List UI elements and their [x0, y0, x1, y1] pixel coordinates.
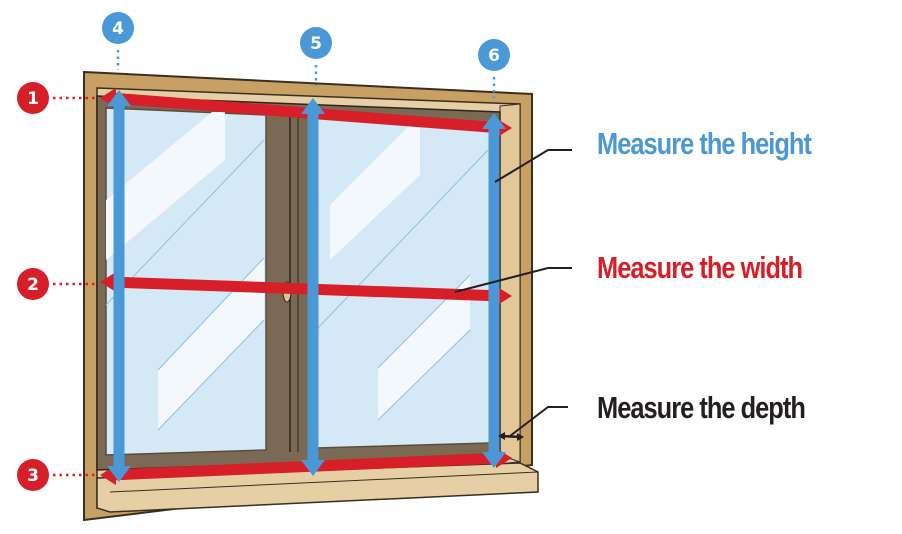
- height-badge-5: 5: [300, 27, 332, 86]
- height-arrow-5: [301, 98, 325, 476]
- badge-number: 4: [112, 19, 124, 39]
- height-arrow-4: [107, 90, 131, 482]
- depth-arrow-icon: [498, 432, 524, 441]
- badge-number: 1: [27, 89, 39, 109]
- badge-number: 2: [27, 275, 39, 295]
- badge-number: 5: [310, 34, 322, 54]
- width-leader-line: [454, 267, 572, 293]
- width-badge-2: 2: [17, 268, 96, 300]
- height-badge-6: 6: [478, 39, 510, 98]
- center-mullion: [268, 112, 314, 452]
- label-measure-depth: Measure the depth: [597, 390, 806, 425]
- badge-number: 3: [27, 466, 39, 486]
- leader-lines: [454, 149, 572, 441]
- height-arrows: [107, 90, 506, 482]
- width-arrow-2: [100, 272, 512, 306]
- badge-number: 6: [488, 46, 500, 66]
- width-badge-1: 1: [17, 82, 96, 114]
- glass-panes: [105, 107, 491, 456]
- label-measure-width: Measure the width: [597, 250, 803, 285]
- height-leader-line: [494, 149, 572, 183]
- height-arrow-6: [482, 113, 506, 468]
- label-measure-height: Measure the height: [597, 126, 812, 161]
- number-badges: 1 2 3 4 5 6: [17, 12, 510, 491]
- height-badge-4: 4: [102, 12, 134, 70]
- width-badge-3: 3: [17, 459, 96, 491]
- depth-leader-line: [509, 406, 568, 437]
